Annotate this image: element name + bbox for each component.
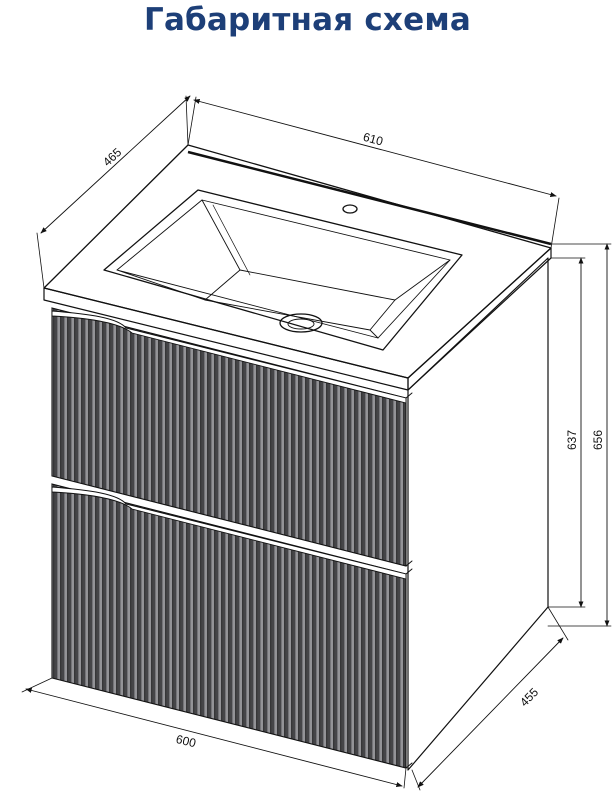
extension-line	[411, 769, 421, 791]
basin-edge	[369, 329, 379, 339]
upper-drawer-handle	[51, 310, 407, 404]
dimension-line-600	[25, 687, 403, 788]
dimension-line-610	[193, 99, 557, 197]
dimension-455-label: 455	[517, 685, 541, 709]
countertop-right-edge	[407, 247, 552, 391]
facade-edge	[405, 392, 413, 399]
basin-edge	[116, 269, 206, 301]
facade-edge	[405, 762, 413, 769]
extension-line	[36, 232, 45, 289]
extension-line	[550, 197, 560, 249]
page-title: Габаритная схема	[143, 2, 471, 38]
extension-line	[185, 95, 189, 146]
extension-line	[21, 677, 53, 693]
extension-line	[187, 96, 197, 146]
dimension-line-455	[417, 637, 564, 788]
dimension-656-label: 656	[591, 430, 605, 450]
drain-inner	[287, 318, 315, 330]
backsplash-line	[187, 150, 552, 246]
tap-hole	[342, 204, 358, 214]
extension-line	[547, 606, 569, 641]
basin-edge	[394, 259, 451, 301]
facade-edge	[405, 568, 413, 575]
basin-edge	[201, 199, 241, 271]
dimension-465-label: 465	[100, 145, 124, 169]
dimension-600-label: 600	[175, 732, 198, 751]
dimension-610-label: 610	[362, 130, 385, 149]
dimension-line-465	[40, 95, 191, 234]
facade-edge	[405, 560, 413, 567]
dimension-637-label: 637	[565, 430, 579, 450]
extension-line	[403, 767, 407, 789]
drain	[279, 313, 323, 333]
basin-rim	[103, 189, 463, 351]
lower-drawer-handle	[51, 486, 407, 580]
basin-edge	[212, 204, 251, 276]
